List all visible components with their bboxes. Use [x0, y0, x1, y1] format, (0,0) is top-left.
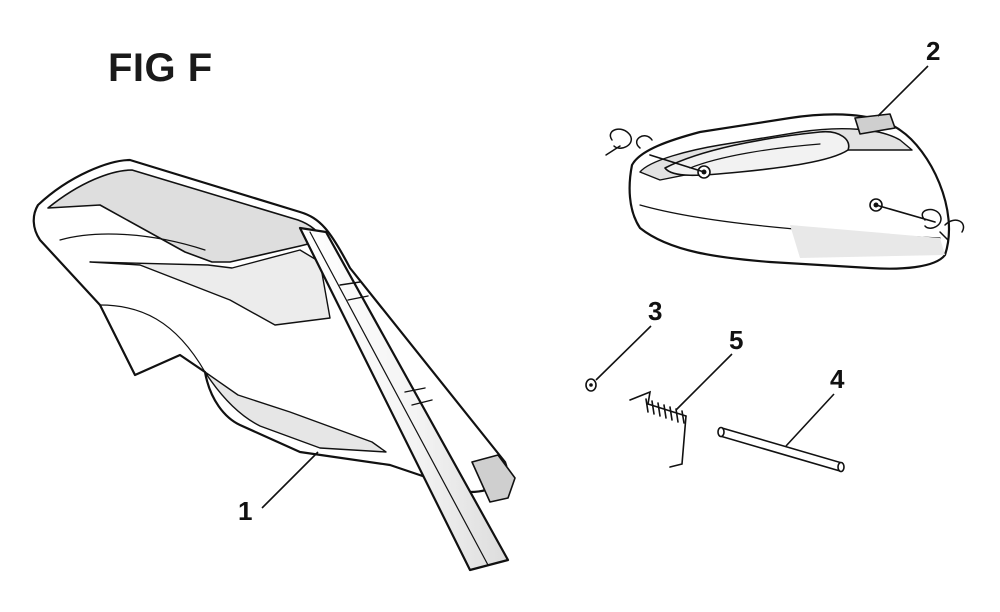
leader-line-3: [595, 325, 652, 381]
callout-number: 1: [238, 496, 253, 526]
leader-line-4: [785, 393, 835, 447]
part-2-door: [605, 113, 965, 270]
callout-number: 4: [830, 364, 845, 394]
part-4-rod: [717, 426, 845, 473]
part-5-spring: [629, 390, 687, 468]
figure-title: FIG F: [108, 46, 213, 90]
leader-line-2: [877, 65, 929, 117]
leader-line-1: [261, 451, 319, 509]
leader-lines: [261, 65, 929, 509]
callout-number: 5: [729, 325, 744, 355]
leader-line-5: [675, 353, 733, 411]
part-1-chute: [32, 158, 516, 572]
callout-number: 3: [648, 296, 663, 326]
callout-number: 2: [926, 36, 941, 66]
part-3-clip: [585, 378, 597, 392]
